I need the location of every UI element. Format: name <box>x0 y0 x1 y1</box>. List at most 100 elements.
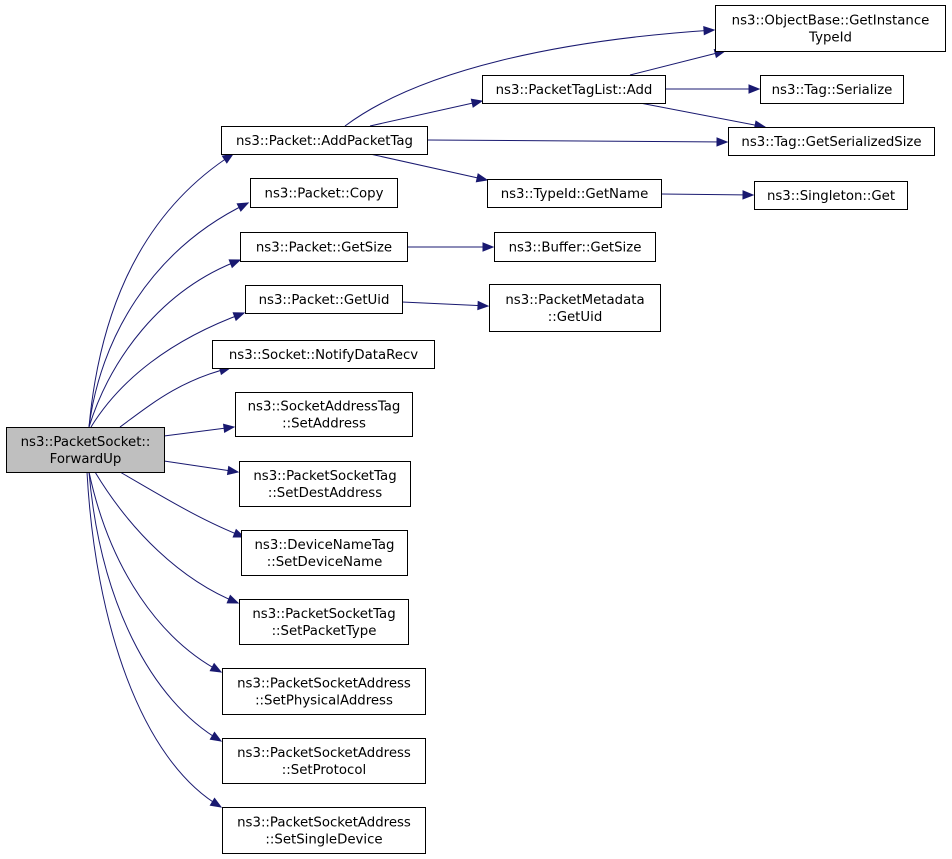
node-metadatagetuid[interactable]: ns3::PacketMetadata::GetUid <box>489 284 661 332</box>
node-label-line: ns3::PacketSocketAddress <box>237 677 411 692</box>
node-label-line: ns3::PacketTagList::Add <box>496 83 653 98</box>
edge-arrowhead <box>222 423 236 434</box>
edge-arrowhead <box>209 662 223 673</box>
edge-forwardup-to-setaddress <box>163 423 236 437</box>
node-label-line: ::SetSingleDevice <box>265 833 382 848</box>
edge-line <box>90 312 245 428</box>
node-typeidgetname[interactable]: ns3::TypeId::GetName <box>487 179 662 208</box>
edge-arrowhead <box>226 465 240 476</box>
node-label-line: ::SetPacketType <box>272 624 377 639</box>
node-buffergetsize[interactable]: ns3::Buffer::GetSize <box>494 232 656 262</box>
node-setaddress[interactable]: ns3::SocketAddressTag::SetAddress <box>235 392 413 437</box>
node-setsingledevice[interactable]: ns3::PacketSocketAddress::SetSingleDevic… <box>222 807 426 854</box>
node-singletonget[interactable]: ns3::Singleton::Get <box>754 181 908 210</box>
node-label-line: ns3::PacketSocketAddress <box>237 746 411 761</box>
edge-forwardup-to-setpackettype <box>94 471 240 604</box>
edge-line <box>344 29 715 127</box>
node-setdevicename[interactable]: ns3::DeviceNameTag::SetDeviceName <box>241 530 408 576</box>
node-tagserialize[interactable]: ns3::Tag::Serialize <box>760 75 904 104</box>
node-setdestaddress[interactable]: ns3::PacketSocketTag::SetDestAddress <box>239 461 411 507</box>
node-forwardup[interactable]: ns3::PacketSocket::ForwardUp <box>6 427 165 473</box>
edge-arrowhead <box>470 98 484 108</box>
node-setphysicaladdress[interactable]: ns3::PacketSocketAddress::SetPhysicalAdd… <box>222 668 426 715</box>
edge-addpackettag-to-packettaglistadd <box>369 98 484 127</box>
node-box <box>482 75 666 104</box>
edge-line <box>88 202 249 428</box>
edge-arrowhead <box>475 173 489 183</box>
edge-arrowhead <box>716 137 729 147</box>
edge-arrowhead <box>482 242 495 252</box>
edge-line <box>163 460 239 473</box>
node-label-line: ::SetDestAddress <box>268 486 382 501</box>
node-label-line: ns3::Packet::Copy <box>265 187 384 202</box>
edge-arrowhead <box>209 797 223 808</box>
node-box <box>221 126 428 155</box>
node-label-line: ns3::PacketSocketTag <box>253 469 396 484</box>
edge-line <box>88 153 234 428</box>
edge-packettaglistadd-to-tagserialize <box>665 84 761 94</box>
edge-line <box>639 102 766 128</box>
node-box <box>239 599 409 645</box>
node-label-line: ns3::Singleton::Get <box>767 189 895 204</box>
node-label-line: ns3::Buffer::GetSize <box>509 241 642 256</box>
node-getsize[interactable]: ns3::Packet::GetSize <box>240 232 408 262</box>
node-label-line: ::SetProtocol <box>282 763 366 778</box>
edge-forwardup-to-setphysicaladdress <box>88 471 223 673</box>
node-box <box>494 232 656 262</box>
edge-arrowhead <box>236 202 250 212</box>
node-label-line: ns3::PacketSocket:: <box>21 435 151 450</box>
edge-arrowhead <box>703 25 716 36</box>
node-box <box>235 392 413 437</box>
node-addpackettag[interactable]: ns3::Packet::AddPacketTag <box>221 126 428 155</box>
node-label-line: ns3::PacketMetadata <box>505 293 644 308</box>
edge-line <box>163 426 235 437</box>
node-label-line: ::SetAddress <box>282 417 366 432</box>
edge-arrowhead <box>232 312 246 322</box>
edge-line <box>369 153 488 181</box>
node-box <box>222 807 426 854</box>
edge-forwardup-to-addpackettag <box>88 153 235 428</box>
edge-typeidgetname-to-singletonget <box>660 190 755 200</box>
node-box <box>728 127 935 156</box>
node-label-line: ns3::Packet::AddPacketTag <box>236 134 413 149</box>
edge-arrowhead <box>228 259 242 269</box>
node-copy[interactable]: ns3::Packet::Copy <box>250 178 398 208</box>
edge-line <box>88 471 222 673</box>
node-label-line: ForwardUp <box>50 452 122 467</box>
node-label-line: ns3::PacketSocketAddress <box>237 816 411 831</box>
edge-forwardup-to-getuid <box>90 312 246 428</box>
node-label-line: ::GetUid <box>548 310 603 325</box>
node-notifydatarecv[interactable]: ns3::Socket::NotifyDataRecv <box>212 340 435 369</box>
node-getuid[interactable]: ns3::Packet::GetUid <box>245 285 403 314</box>
edge-packettaglistadd-to-getserializedsize <box>639 102 767 130</box>
edge-line <box>86 471 222 808</box>
edge-forwardup-to-setprotocol <box>88 471 223 742</box>
node-packettaglistadd[interactable]: ns3::PacketTagList::Add <box>482 75 666 104</box>
edge-arrowhead <box>209 731 223 742</box>
node-label-line: ::SetDeviceName <box>267 555 383 570</box>
edge-line <box>88 259 241 428</box>
edge-forwardup-to-copy <box>88 202 250 428</box>
edge-line <box>119 471 245 538</box>
edge-getuid-to-metadatagetuid <box>401 300 490 311</box>
edge-line <box>119 367 231 428</box>
node-box <box>715 5 946 52</box>
edge-arrowhead <box>742 190 755 200</box>
node-box <box>222 738 426 784</box>
node-box <box>245 285 403 314</box>
edge-arrowhead <box>226 594 240 604</box>
edge-packettaglistadd-to-getinstancetypeid <box>629 48 727 76</box>
edge-arrowhead <box>748 84 761 94</box>
node-label-line: ns3::PacketSocketTag <box>252 607 395 622</box>
edge-forwardup-to-setdevicename <box>119 471 246 538</box>
node-box <box>250 178 398 208</box>
edge-line <box>426 139 728 143</box>
node-setprotocol[interactable]: ns3::PacketSocketAddress::SetProtocol <box>222 738 426 784</box>
edge-line <box>94 471 239 604</box>
edge-forwardup-to-getsize <box>88 259 242 428</box>
node-box <box>239 461 411 507</box>
node-setpackettype[interactable]: ns3::PacketSocketTag::SetPacketType <box>239 599 409 645</box>
node-getserializedsize[interactable]: ns3::Tag::GetSerializedSize <box>728 127 935 156</box>
